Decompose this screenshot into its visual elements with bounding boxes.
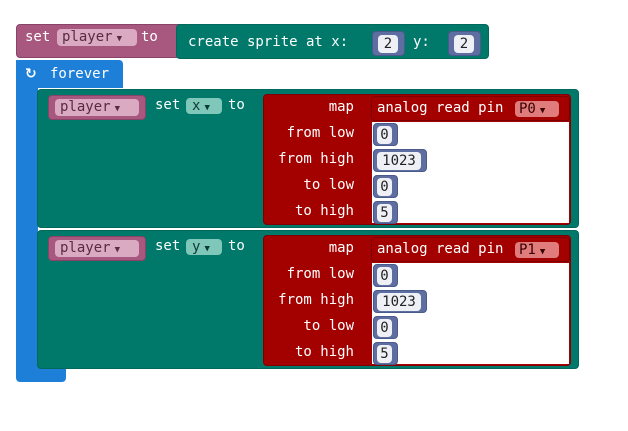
analog-read-label: analog read pin <box>377 241 504 257</box>
to-low-field[interactable]: 0 <box>377 319 392 337</box>
to-low-number-block[interactable]: 0 <box>373 175 398 198</box>
to-high-field[interactable]: 5 <box>377 204 392 222</box>
pin-name: P0 <box>519 101 536 117</box>
x-number-field[interactable]: 2 <box>378 35 398 53</box>
analog-read-block[interactable]: analog read pin P0▼ <box>371 96 570 121</box>
pin-name: P1 <box>519 242 536 258</box>
from-high-field[interactable]: 1023 <box>377 293 421 311</box>
dropdown-arrow-icon: ▼ <box>204 244 210 254</box>
to-high-label: to high <box>294 203 354 219</box>
to-low-number-block[interactable]: 0 <box>373 316 398 339</box>
variable-dropdown[interactable]: player▼ <box>55 240 139 257</box>
variable-dropdown[interactable]: player▼ <box>55 99 139 116</box>
create-sprite-block[interactable]: create sprite at x: 2 y: 2 <box>176 24 489 59</box>
set-label: set <box>25 29 51 45</box>
player-variable-block[interactable]: player▼ <box>48 236 146 261</box>
map-label: map <box>328 240 354 256</box>
forever-block-header[interactable]: ↻ forever <box>16 60 123 88</box>
repeat-icon: ↻ <box>25 66 37 82</box>
variable-dropdown[interactable]: player▼ <box>57 29 137 46</box>
dropdown-arrow-icon: ▼ <box>539 247 546 257</box>
analog-read-label: analog read pin <box>377 100 504 116</box>
property-name: x <box>192 98 201 114</box>
map-label: map <box>328 99 354 115</box>
set-player-block[interactable]: set player▼ to <box>16 24 182 58</box>
dropdown-arrow-icon: ▼ <box>539 106 546 116</box>
to-label: to <box>228 238 245 254</box>
to-label: to <box>141 29 158 45</box>
player-variable-block[interactable]: player▼ <box>48 95 146 120</box>
property-name: y <box>192 239 201 255</box>
from-high-label: from high <box>278 292 354 308</box>
from-low-number-block[interactable]: 0 <box>373 264 398 287</box>
to-low-field[interactable]: 0 <box>377 178 392 196</box>
dropdown-arrow-icon: ▼ <box>204 103 210 113</box>
set-y-block[interactable]: player▼ set y▼ to map from low from high… <box>37 230 579 369</box>
map-block[interactable]: map from low from high to low to high an… <box>263 235 571 366</box>
variable-name: player <box>60 240 111 256</box>
dropdown-arrow-icon: ▼ <box>114 104 120 114</box>
create-sprite-label: create sprite at x: <box>188 34 349 50</box>
property-dropdown[interactable]: x▼ <box>186 98 222 114</box>
analog-read-block[interactable]: analog read pin P1▼ <box>371 237 570 262</box>
variable-name: player <box>62 29 113 45</box>
map-input-area <box>372 122 569 223</box>
pin-dropdown[interactable]: P1▼ <box>515 242 559 258</box>
dropdown-arrow-icon: ▼ <box>116 34 122 44</box>
variable-name: player <box>60 99 111 115</box>
y-number-field[interactable]: 2 <box>454 35 474 53</box>
set-x-block[interactable]: player▼ set x▼ to map from low from high… <box>37 89 579 228</box>
property-dropdown[interactable]: y▼ <box>186 239 222 255</box>
map-block[interactable]: map from low from high to low to high an… <box>263 94 571 225</box>
to-low-label: to low <box>303 318 354 334</box>
from-low-field[interactable]: 0 <box>377 267 392 285</box>
set-label: set <box>155 97 181 113</box>
forever-block-body <box>16 86 38 376</box>
to-high-number-block[interactable]: 5 <box>373 342 398 365</box>
to-label: to <box>228 97 245 113</box>
to-high-label: to high <box>294 344 354 360</box>
from-high-label: from high <box>278 151 354 167</box>
to-low-label: to low <box>303 177 354 193</box>
from-low-label: from low <box>286 266 354 282</box>
from-high-field[interactable]: 1023 <box>377 152 421 170</box>
to-high-field[interactable]: 5 <box>377 345 392 363</box>
from-low-label: from low <box>286 125 354 141</box>
x-number-block[interactable]: 2 <box>372 31 405 56</box>
pin-dropdown[interactable]: P0▼ <box>515 101 559 117</box>
forever-block-footer <box>16 366 66 382</box>
dropdown-arrow-icon: ▼ <box>114 245 120 255</box>
y-label: y: <box>413 34 430 50</box>
y-number-block[interactable]: 2 <box>448 31 481 56</box>
from-low-number-block[interactable]: 0 <box>373 123 398 146</box>
set-label: set <box>155 238 181 254</box>
to-high-number-block[interactable]: 5 <box>373 201 398 224</box>
map-input-area <box>372 263 569 364</box>
forever-label: forever <box>50 66 110 82</box>
from-high-number-block[interactable]: 1023 <box>373 149 427 172</box>
from-low-field[interactable]: 0 <box>377 126 392 144</box>
from-high-number-block[interactable]: 1023 <box>373 290 427 313</box>
